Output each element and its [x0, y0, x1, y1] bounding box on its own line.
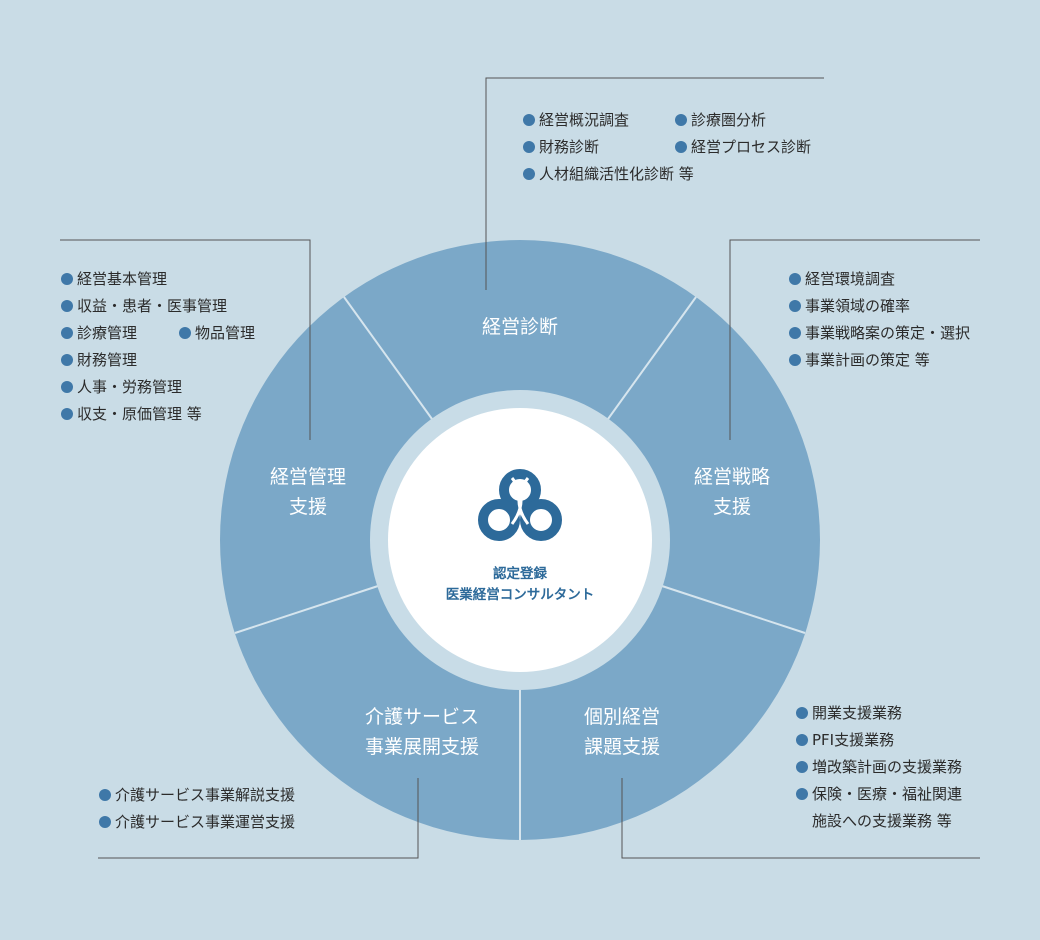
list-item: 収益・患者・医事管理 [61, 293, 255, 320]
bullet-icon [523, 141, 535, 153]
connector-top [485, 77, 824, 290]
connector-bottom-right [621, 778, 980, 859]
bullet-icon [675, 141, 687, 153]
segment-right-label-2: 支援 [713, 496, 751, 518]
bullet-icon [789, 354, 801, 366]
list-item: 収支・原価管理 等 [61, 401, 255, 428]
list-item: 財務診断経営プロセス診断 [523, 134, 811, 161]
list-item: 事業戦略案の策定・選択 [789, 320, 970, 347]
bullet-icon [99, 789, 111, 801]
list-item: 経営環境調査 [789, 266, 970, 293]
segment-bottom-left-label-2: 事業展開支援 [365, 736, 479, 758]
segment-top-label: 経営診断 [482, 316, 558, 338]
list-item: 開業支援業務 [796, 700, 962, 727]
bullet-icon [61, 381, 73, 393]
bullet-icon [675, 114, 687, 126]
individual-list: 開業支援業務 PFI支援業務 増改築計画の支援業務 保険・医療・福祉関連 施設へ… [796, 700, 962, 835]
connector-bottom-left [98, 778, 419, 859]
connector-lines [60, 77, 980, 859]
list-item: 事業計画の策定 等 [789, 347, 970, 374]
bullet-icon [179, 327, 191, 339]
list-item: 人事・労務管理 [61, 374, 255, 401]
bullet-icon [523, 114, 535, 126]
bullet-icon [61, 408, 73, 420]
list-item: 診療管理物品管理 [61, 320, 255, 347]
bullet-icon [99, 816, 111, 828]
list-item: 介護サービス事業運営支援 [99, 809, 295, 836]
bullet-icon [523, 168, 535, 180]
strategy-list: 経営環境調査 事業領域の確率 事業戦略案の策定・選択 事業計画の策定 等 [789, 266, 970, 374]
segment-left-label-2: 支援 [289, 496, 327, 518]
bullet-icon [61, 300, 73, 312]
bullet-icon [61, 327, 73, 339]
bullet-icon [796, 788, 808, 800]
bullet-icon [789, 273, 801, 285]
list-item: 事業領域の確率 [789, 293, 970, 320]
connector-right [729, 239, 980, 440]
bullet-icon [789, 327, 801, 339]
list-item: 増改築計画の支援業務 [796, 754, 962, 781]
segment-right-label-1: 経営戦略 [694, 466, 770, 488]
diagnosis-list: 経営概況調査診療圏分析 財務診断経営プロセス診断 人材組織活性化診断 等 [523, 107, 811, 188]
segment-bottom-right-label-2: 課題支援 [584, 736, 660, 758]
segment-bottom-left-label-1: 介護サービス [365, 706, 479, 728]
management-list: 経営基本管理 収益・患者・医事管理 診療管理物品管理 財務管理 人事・労務管理 … [61, 266, 255, 428]
bullet-icon [61, 354, 73, 366]
list-item: 経営基本管理 [61, 266, 255, 293]
care-list: 介護サービス事業解説支援 介護サービス事業運営支援 [99, 782, 295, 836]
connector-left [60, 239, 311, 440]
center-title-line2: 医業経営コンサルタント [446, 586, 595, 603]
bullet-icon [796, 734, 808, 746]
segment-left-label-1: 経営管理 [270, 466, 346, 488]
trefoil-logo-highlight [510, 477, 530, 525]
bullet-icon [789, 300, 801, 312]
bullet-icon [796, 761, 808, 773]
segment-bottom-right-label-1: 個別経営 [584, 706, 660, 728]
list-item: 財務管理 [61, 347, 255, 374]
list-item: 人材組織活性化診断 等 [523, 161, 811, 188]
list-item: PFI支援業務 [796, 727, 962, 754]
segment-dividers [234, 296, 806, 840]
list-item: 経営概況調査診療圏分析 [523, 107, 811, 134]
center-title-line1: 認定登録 [493, 565, 547, 582]
list-item: 施設への支援業務 等 [812, 812, 952, 830]
bullet-icon [796, 707, 808, 719]
list-item: 保険・医療・福祉関連 [796, 781, 962, 808]
center-disc [388, 408, 652, 672]
bullet-icon [61, 273, 73, 285]
list-item: 介護サービス事業解説支援 [99, 782, 295, 809]
